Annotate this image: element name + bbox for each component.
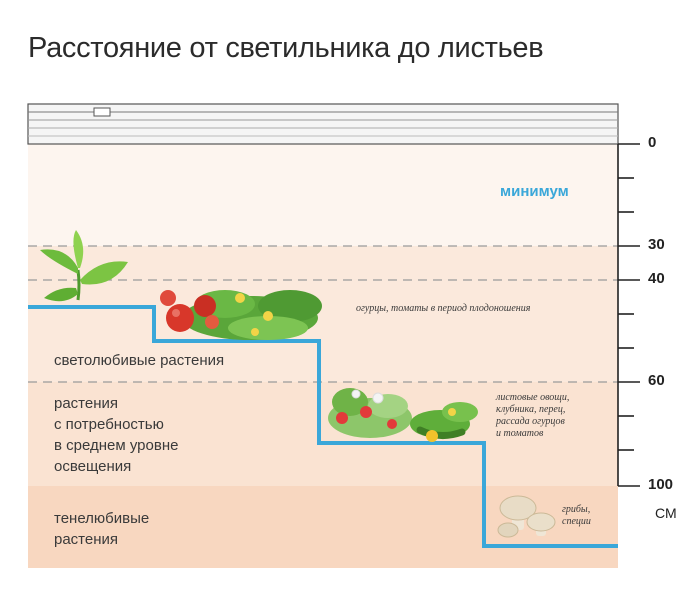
note-cucumbers-tomatoes: огурцы, томаты в период плодоношения bbox=[356, 303, 531, 314]
unit-label: СМ bbox=[655, 505, 677, 521]
tick-label-60: 60 bbox=[648, 372, 665, 389]
tick-label-100: 100 bbox=[648, 476, 674, 493]
note-mushrooms: грибы, специи bbox=[562, 504, 591, 527]
page-title: Расстояние от светильника до листьев bbox=[28, 32, 544, 64]
minimum-label: минимум bbox=[500, 183, 569, 200]
seedling-icon bbox=[40, 230, 128, 302]
tomato-plant-icon bbox=[160, 290, 322, 340]
light-loving-label: светолюбивые растения bbox=[54, 352, 225, 369]
zone-minimum bbox=[28, 144, 618, 246]
note-leafy: листовые овощи, клубника, перец, рассада… bbox=[496, 392, 570, 439]
tick-label-0: 0 bbox=[648, 134, 657, 151]
zone-light-loving bbox=[28, 246, 618, 382]
step-line bbox=[28, 305, 618, 548]
cucumber-plant-icon bbox=[410, 402, 478, 442]
tick-label-30: 30 bbox=[648, 236, 665, 253]
shade-loving-label: тенелюбивые растения bbox=[54, 510, 150, 548]
medium-light-label: растения с потребностью в среднем уровне… bbox=[54, 395, 179, 475]
strawberry-plant-icon bbox=[328, 388, 412, 438]
zone-medium-light bbox=[28, 382, 618, 486]
lamp-icon bbox=[27, 103, 619, 145]
mushroom-icon bbox=[497, 495, 556, 538]
tick-label-40: 40 bbox=[648, 270, 665, 287]
